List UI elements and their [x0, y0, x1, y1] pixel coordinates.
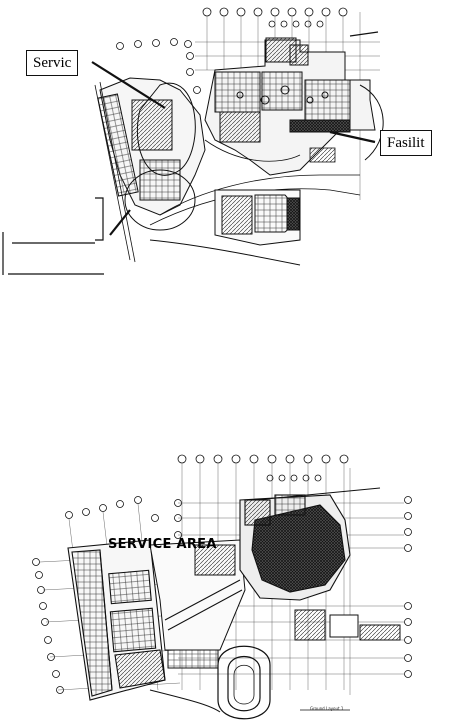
facility-callout: Fasilit — [380, 130, 432, 156]
top-leader-lines — [91, 61, 376, 236]
bottom-main-building — [239, 487, 381, 601]
bottom-service-wing — [67, 539, 166, 701]
bottom-connector — [149, 539, 246, 669]
top-parking-block — [149, 189, 301, 266]
top-service-wing — [97, 77, 206, 231]
top-loop-road — [359, 84, 384, 161]
service-callout: Servic — [26, 50, 79, 76]
top-left-rules — [2, 31, 379, 275]
service-area-label: SERVICE AREA — [108, 537, 217, 552]
bottom-right-rooms — [294, 609, 401, 641]
top-main-building — [204, 37, 376, 176]
top-grid-bubbles — [116, 7, 348, 94]
service-callout-text: Servic — [33, 55, 72, 71]
bottom-plan — [32, 454, 412, 720]
bottom-site-boundary — [149, 689, 221, 713]
drawing-caption: Ground Layout 1 — [310, 706, 344, 711]
top-plan — [2, 7, 384, 275]
bottom-oval-track — [217, 645, 271, 720]
facility-callout-text: Fasilit — [387, 135, 425, 151]
